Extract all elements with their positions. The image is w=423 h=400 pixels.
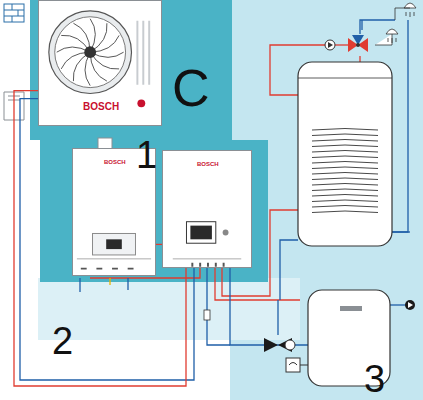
brand-logo: BOSCH bbox=[104, 159, 126, 165]
wall-icon bbox=[4, 4, 24, 22]
shower-heads bbox=[375, 3, 416, 45]
callout-number: 1 bbox=[136, 136, 157, 174]
control-detail bbox=[163, 151, 251, 267]
region-1 bbox=[30, 0, 268, 282]
heat-pump-unit: BOSCH bbox=[38, 0, 162, 126]
dhw-tank bbox=[298, 62, 392, 246]
area-letter: C bbox=[172, 62, 210, 114]
region-2 bbox=[38, 278, 300, 340]
valve bbox=[204, 310, 210, 320]
mixing-valve bbox=[348, 35, 368, 52]
three-way-valve bbox=[264, 338, 295, 352]
callout-number: 2 bbox=[52, 322, 73, 360]
buffer-tank bbox=[286, 290, 415, 386]
brand-logo: BOSCH bbox=[197, 161, 219, 167]
tank-coil bbox=[312, 129, 378, 213]
control-unit: BOSCH bbox=[162, 150, 252, 268]
callout-number: 3 bbox=[364, 360, 385, 398]
circulation-pump bbox=[325, 40, 335, 50]
brand-logo: BOSCH bbox=[83, 101, 119, 112]
